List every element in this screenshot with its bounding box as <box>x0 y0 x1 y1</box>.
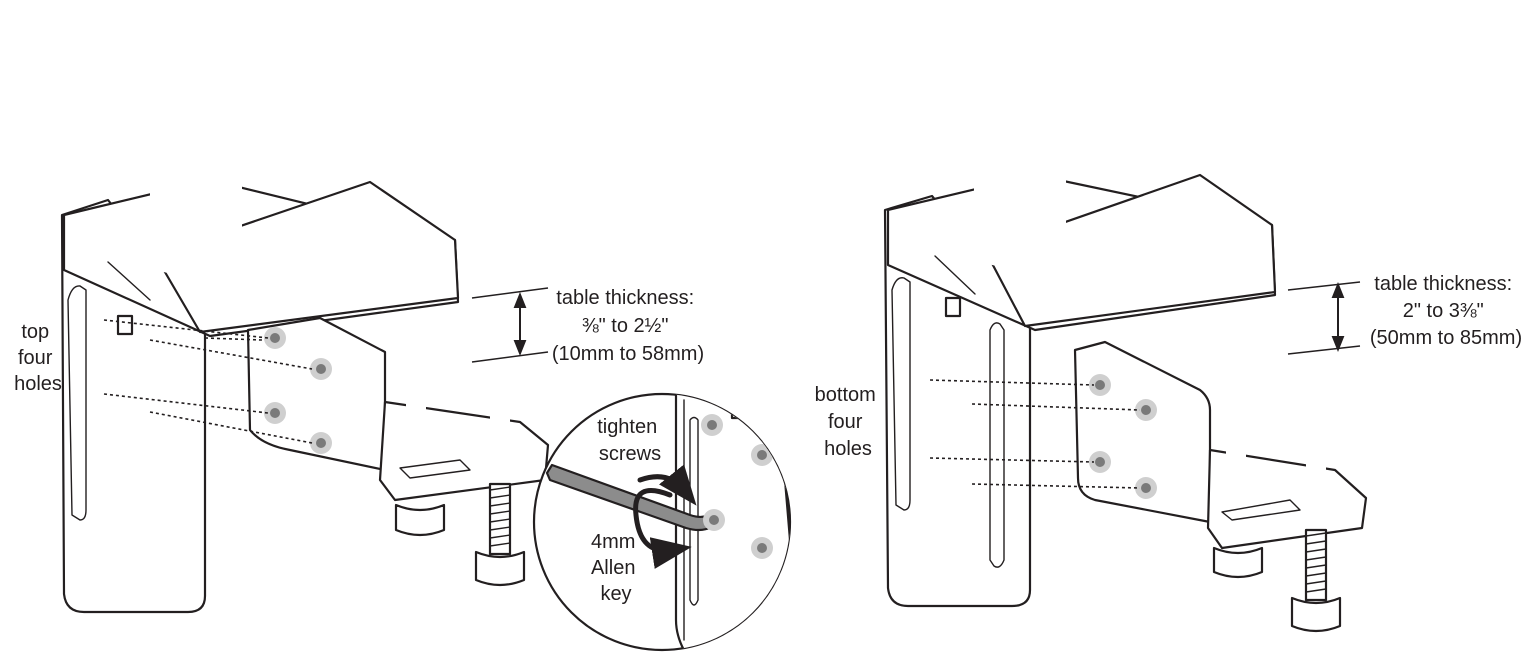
right-holes-label: bottom four holes <box>815 384 882 460</box>
allen-key-line-3: key <box>600 583 631 605</box>
tighten-line-2: screws <box>599 443 661 465</box>
allen-key-line-2: Allen <box>591 557 635 579</box>
left-holes-line-2: four <box>18 347 53 369</box>
right-holes-line-1: bottom <box>815 384 876 406</box>
right-alignment-lines <box>929 379 1141 489</box>
left-thickness-line-2: ⅜" to 2½" <box>582 315 668 337</box>
right-thickness-line-1: table thickness: <box>1374 273 1512 295</box>
detail-callout <box>532 392 792 652</box>
tighten-line-1: tighten <box>597 416 657 438</box>
right-holes-line-2: four <box>828 411 863 433</box>
left-thickness-indicator <box>471 287 549 363</box>
right-thickness-line-3: (50mm to 85mm) <box>1370 327 1522 349</box>
right-thickness-indicator <box>1287 281 1361 355</box>
right-thickness-line-2: 2" to 3⅜" <box>1403 300 1484 322</box>
left-thickness-line-1: table thickness: <box>556 287 694 309</box>
allen-key-label: 4mm Allen key <box>591 531 641 605</box>
left-thickness-label: table thickness: ⅜" to 2½" (10mm to 58mm… <box>552 287 704 365</box>
allen-key-line-1: 4mm <box>591 531 635 553</box>
left-thickness-line-3: (10mm to 58mm) <box>552 343 704 365</box>
rotation-arrow-icon <box>633 488 692 569</box>
left-holes-line-1: top <box>21 321 49 343</box>
tighten-label: tighten screws <box>597 416 663 465</box>
left-holes-label: top four holes <box>14 321 62 395</box>
right-holes-line-3: holes <box>824 438 872 460</box>
left-mount-illustration <box>60 0 550 614</box>
right-mount-illustration <box>883 0 1368 633</box>
left-holes-line-3: holes <box>14 373 62 395</box>
right-thickness-label: table thickness: 2" to 3⅜" (50mm to 85mm… <box>1370 273 1522 349</box>
